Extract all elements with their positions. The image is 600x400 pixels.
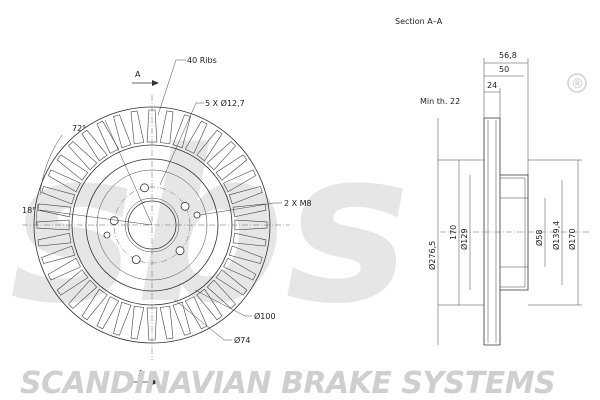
vent-rib <box>113 301 132 336</box>
vent-rib <box>36 219 70 231</box>
vent-rib <box>146 307 158 341</box>
vent-rib <box>41 245 76 264</box>
angle-72-label: 72° <box>72 124 86 133</box>
vent-rib <box>234 219 268 231</box>
vent-rib <box>172 114 191 149</box>
vent-rib <box>184 120 208 154</box>
registered-mark-icon <box>567 73 587 93</box>
thread-hole-icon <box>193 211 201 219</box>
dim-24-label: 24 <box>487 81 497 90</box>
min-thickness-label: Min th. 22 <box>420 97 460 106</box>
vent-rib <box>68 279 98 309</box>
dia-74-label: Ø74 <box>234 335 250 345</box>
angle-ray-18 <box>39 209 153 226</box>
angle-arc-18 <box>35 203 39 226</box>
vent-rib <box>130 305 145 340</box>
hat-section <box>500 174 529 291</box>
dim-56-8-label: 56,8 <box>499 51 517 60</box>
bolt-hole-icon <box>140 183 149 193</box>
bolt-hole-icon <box>109 216 119 226</box>
thread-hole-icon <box>103 231 111 239</box>
vent-channel <box>487 120 497 343</box>
bolt-hole-icon <box>131 255 141 265</box>
disc-friction-ring <box>483 117 501 346</box>
section-arrow-icon <box>152 80 159 86</box>
dia-276-5-label: Ø276,5 <box>427 241 437 270</box>
vent-rib <box>215 269 248 296</box>
ribs-leader <box>157 59 186 116</box>
vent-ribs <box>36 109 268 341</box>
vent-rib <box>159 110 174 145</box>
brand-tagline: SCANDINAVIAN BRAKE SYSTEMS <box>20 366 555 400</box>
front-view: 40 Ribs 5 X Ø12,7 2 X M8 72° 18° Ø100 Ø7… <box>22 56 312 385</box>
vent-rib <box>130 110 145 145</box>
hat-inner <box>500 177 526 288</box>
angle-18-label: 18° <box>22 206 36 215</box>
vent-rib <box>81 129 108 162</box>
vent-rib <box>96 120 120 154</box>
vent-rib <box>68 141 98 171</box>
bolt-hole-leader <box>159 102 204 186</box>
section-view: Section A–A Min th. 22 56,8 50 24 Ø276,5… <box>395 17 590 346</box>
angle-arc-72 <box>39 134 63 196</box>
angle-ray-72 <box>104 119 153 226</box>
vent-rib <box>56 154 89 181</box>
dia-100-label: Ø100 <box>254 311 276 321</box>
dia100-leader <box>194 289 252 317</box>
vent-rib <box>41 186 76 205</box>
vent-rib <box>228 245 263 264</box>
dia-58-label: Ø58 <box>534 230 544 246</box>
dim-50-label: 50 <box>499 65 509 74</box>
vent-rib <box>223 169 257 193</box>
bolt-hole-icon <box>180 201 190 211</box>
dia74-leader <box>174 299 232 341</box>
ribs-label: 40 Ribs <box>187 56 217 65</box>
vent-rib <box>232 203 267 218</box>
sbs-logo-watermark: sbs <box>10 105 410 350</box>
vent-rib <box>223 257 257 281</box>
section-title: Section A–A <box>395 17 443 26</box>
vent-rib <box>196 288 223 321</box>
vent-rib <box>37 232 72 247</box>
threads-label: 2 X M8 <box>284 199 312 208</box>
vent-rib <box>228 186 263 205</box>
vent-rib <box>81 288 108 321</box>
vent-rib <box>184 296 208 330</box>
bolt-hole-icon <box>175 246 185 256</box>
vent-rib <box>206 141 236 171</box>
dim-170-left-label: 170 <box>449 225 458 240</box>
section-mark-bottom: A <box>138 369 144 378</box>
dia-139-4-label: Ø139,4 <box>551 221 561 250</box>
vent-rib <box>232 232 267 247</box>
vent-rib <box>37 203 72 218</box>
dia-170-label: Ø170 <box>567 228 577 250</box>
section-arrow-icon <box>152 379 159 385</box>
registered-symbol: ® <box>571 77 584 92</box>
vent-rib <box>96 296 120 330</box>
dia-129-label: Ø129 <box>459 228 469 250</box>
vent-rib <box>196 129 223 162</box>
section-mark-top: A <box>135 70 141 79</box>
vent-rib <box>113 114 132 149</box>
vent-rib <box>215 154 248 181</box>
vent-rib <box>47 257 81 281</box>
vent-rib <box>47 169 81 193</box>
vent-rib <box>172 301 191 336</box>
vent-rib <box>159 305 174 340</box>
bolt-holes <box>103 183 201 265</box>
bolt-holes-label: 5 X Ø12,7 <box>205 98 245 108</box>
thread-leader <box>199 202 282 216</box>
vent-rib <box>146 109 158 143</box>
vent-rib <box>56 269 89 296</box>
